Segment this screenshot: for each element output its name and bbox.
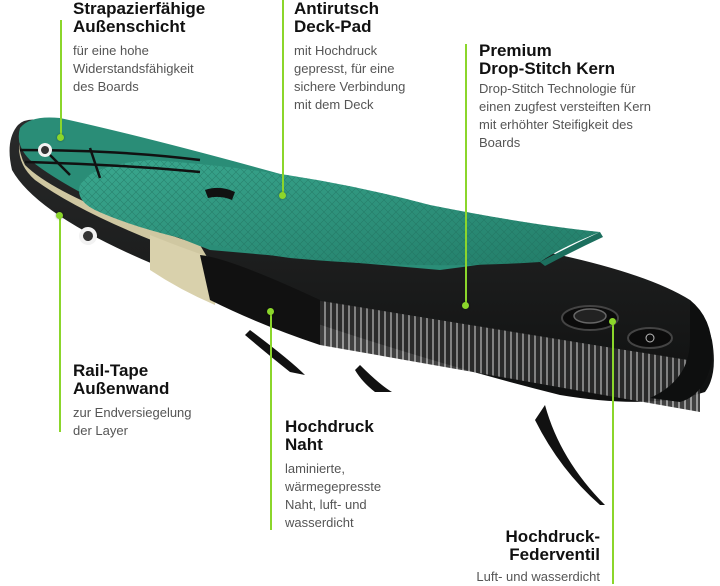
leader-core <box>465 44 467 306</box>
leader-valve <box>612 322 614 584</box>
dot-seam <box>267 308 274 315</box>
leader-deck-pad <box>282 0 284 196</box>
leader-seam <box>270 312 272 530</box>
board-nose <box>650 300 713 402</box>
rail-layer <box>18 130 211 262</box>
leader-rail-tape <box>59 216 61 432</box>
dot-rail-tape <box>56 212 63 219</box>
dot-deck-pad <box>279 192 286 199</box>
rail-tape-description: zur Endversiegelung der Layer <box>73 405 192 438</box>
callout-valve: Hochdruck- Federventil Luft- und wasserd… <box>440 528 600 586</box>
carry-handle <box>205 187 235 200</box>
dot-outer-layer <box>57 134 64 141</box>
valve-title: Hochdruck- Federventil <box>505 527 600 564</box>
callout-deck-pad: Antirutsch Deck-Pad mit Hochdruck gepres… <box>294 0 464 114</box>
callout-core: Premium Drop-Stitch Kern Drop-Stitch Tec… <box>479 42 709 152</box>
drop-stitch-wall <box>315 300 700 412</box>
rail-tape-title: Rail-Tape Außenwand <box>73 361 170 398</box>
core-description: Drop-Stitch Technologie für einen zugfes… <box>479 81 651 150</box>
logo-badge-side <box>79 227 97 245</box>
valve-description: Luft- und wasserdicht <box>476 569 600 584</box>
outer-layer-title: Strapazierfähige Außenschicht <box>73 0 206 36</box>
dot-valve <box>609 318 616 325</box>
deck-pad-title: Antirutsch Deck-Pad <box>294 0 379 36</box>
logo-badge-top <box>38 143 52 157</box>
callout-seam: Hochdruck Naht laminierte, wärmegepresst… <box>285 418 435 532</box>
side-fin <box>355 365 392 392</box>
seam-description: laminierte, wärmegepresste Naht, luft- u… <box>285 461 382 530</box>
callout-outer-layer: Strapazierfähige Außenschicht für eine h… <box>73 0 263 96</box>
second-valve <box>627 327 673 349</box>
center-fin <box>535 405 605 505</box>
deck-pad-description: mit Hochdruck gepresst, für eine sichere… <box>294 43 406 112</box>
deck-pad-edge <box>540 232 603 266</box>
outer-layer-description: für eine hohe Widerstandsfähigkeit des B… <box>73 43 194 94</box>
callout-rail-tape: Rail-Tape Außenwand zur Endversiegelung … <box>73 362 253 440</box>
rail-tape-stripe <box>150 235 220 305</box>
leader-outer-layer <box>60 20 62 138</box>
core-title: Premium Drop-Stitch Kern <box>479 41 615 78</box>
dot-core <box>462 302 469 309</box>
rear-fin <box>245 330 305 375</box>
seam-title: Hochdruck Naht <box>285 417 374 454</box>
cut-layer <box>200 255 320 345</box>
